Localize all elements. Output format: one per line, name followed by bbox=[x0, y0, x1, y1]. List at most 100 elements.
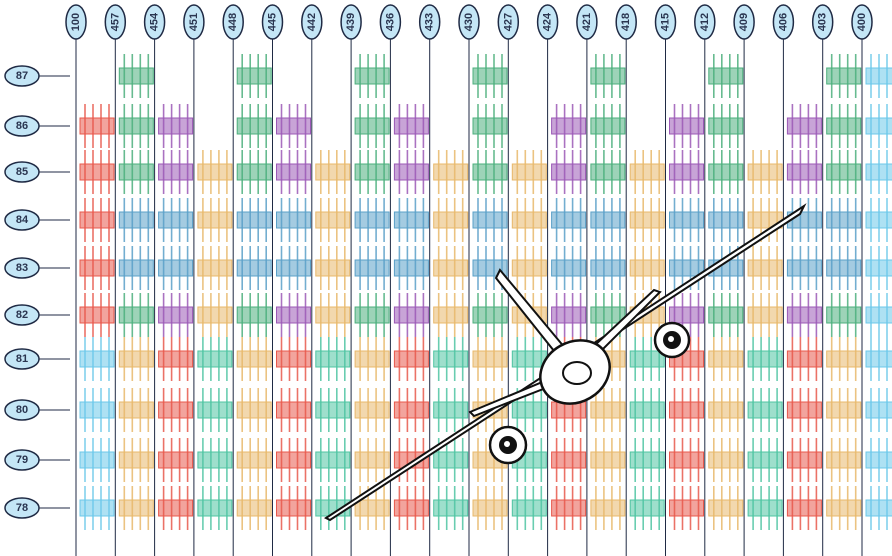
seat-block bbox=[629, 259, 665, 277]
seat-block bbox=[511, 499, 547, 517]
seat-block bbox=[79, 306, 115, 324]
seat-block bbox=[786, 451, 822, 469]
seat-block bbox=[354, 451, 390, 469]
seat-block bbox=[786, 499, 822, 517]
seat-block bbox=[826, 306, 862, 324]
row-label: 84 bbox=[4, 209, 70, 231]
seat-block bbox=[79, 211, 115, 229]
seat-block bbox=[354, 350, 390, 368]
seat-block bbox=[393, 117, 429, 135]
seat-block bbox=[590, 451, 626, 469]
seat-block bbox=[826, 211, 862, 229]
seat-block bbox=[197, 350, 233, 368]
svg-text:406: 406 bbox=[777, 13, 789, 31]
column-label: 409 bbox=[733, 4, 755, 40]
seat-block bbox=[472, 306, 508, 324]
row-label: 80 bbox=[4, 399, 70, 421]
seat-block bbox=[354, 401, 390, 419]
seat-block bbox=[826, 451, 862, 469]
seat-block bbox=[511, 211, 547, 229]
seat-block bbox=[354, 211, 390, 229]
seat-block bbox=[669, 163, 704, 181]
seat-block bbox=[669, 499, 704, 517]
seat-block bbox=[315, 401, 351, 419]
svg-text:82: 82 bbox=[16, 309, 28, 321]
seat-block bbox=[354, 306, 390, 324]
seat-block bbox=[669, 117, 704, 135]
seat-block bbox=[669, 259, 704, 277]
column-label: 451 bbox=[183, 4, 205, 40]
seat-block bbox=[354, 67, 390, 85]
seat-block bbox=[708, 401, 744, 419]
seat-block bbox=[786, 117, 822, 135]
seat-block bbox=[236, 163, 272, 181]
svg-text:80: 80 bbox=[16, 404, 28, 416]
seat-block bbox=[276, 451, 311, 469]
seat-block bbox=[590, 211, 626, 229]
column-label: 448 bbox=[222, 4, 244, 40]
seat-block bbox=[197, 211, 233, 229]
svg-text:412: 412 bbox=[699, 13, 711, 31]
seat-block bbox=[118, 259, 154, 277]
seat-block bbox=[158, 401, 194, 419]
seat-block bbox=[472, 499, 508, 517]
seat-block bbox=[590, 163, 626, 181]
svg-text:403: 403 bbox=[817, 13, 829, 31]
seat-block bbox=[826, 499, 862, 517]
svg-text:78: 78 bbox=[16, 502, 28, 514]
column-label: 415 bbox=[654, 4, 677, 40]
seat-block bbox=[590, 117, 626, 135]
seat-block bbox=[276, 211, 311, 229]
svg-text:433: 433 bbox=[424, 13, 436, 31]
seat-block bbox=[826, 350, 862, 368]
svg-text:454: 454 bbox=[149, 12, 161, 31]
seat-block bbox=[747, 350, 783, 368]
svg-text:421: 421 bbox=[581, 13, 593, 31]
seat-block bbox=[118, 306, 154, 324]
column-label: 418 bbox=[615, 4, 637, 40]
svg-text:79: 79 bbox=[16, 454, 28, 466]
seat-block bbox=[747, 401, 783, 419]
svg-text:400: 400 bbox=[856, 13, 868, 31]
svg-text:83: 83 bbox=[16, 262, 28, 274]
seat-block bbox=[669, 401, 704, 419]
svg-text:439: 439 bbox=[345, 13, 357, 31]
seat-block bbox=[118, 401, 154, 419]
seat-block bbox=[433, 499, 469, 517]
svg-text:100: 100 bbox=[70, 13, 82, 31]
seat-block bbox=[118, 67, 154, 85]
svg-text:445: 445 bbox=[267, 13, 279, 31]
seat-block bbox=[197, 499, 233, 517]
seat-block bbox=[79, 259, 115, 277]
seat-block bbox=[708, 163, 744, 181]
seat-block bbox=[472, 117, 508, 135]
row-label: 86 bbox=[4, 115, 70, 137]
seat-block bbox=[629, 163, 665, 181]
row-label: 85 bbox=[4, 161, 70, 183]
column-label: 457 bbox=[104, 4, 127, 40]
seat-block bbox=[747, 259, 783, 277]
seat-block bbox=[786, 350, 822, 368]
seat-block bbox=[433, 451, 469, 469]
column-label: 412 bbox=[694, 4, 716, 40]
seat-block bbox=[433, 211, 469, 229]
seat-block bbox=[786, 163, 822, 181]
column-label: 454 bbox=[143, 4, 166, 40]
seat-block bbox=[511, 163, 547, 181]
svg-text:415: 415 bbox=[660, 13, 672, 31]
seat-block bbox=[629, 350, 665, 368]
seat-block bbox=[669, 306, 704, 324]
svg-text:457: 457 bbox=[109, 13, 121, 31]
seat-block bbox=[79, 451, 115, 469]
seat-block bbox=[236, 350, 272, 368]
seat-block bbox=[393, 350, 429, 368]
seat-block bbox=[551, 306, 587, 324]
seat-block bbox=[158, 451, 194, 469]
svg-text:448: 448 bbox=[227, 13, 239, 31]
seat-block bbox=[629, 499, 665, 517]
row-label: 83 bbox=[4, 257, 70, 279]
seat-block bbox=[236, 67, 272, 85]
seat-block bbox=[315, 163, 351, 181]
